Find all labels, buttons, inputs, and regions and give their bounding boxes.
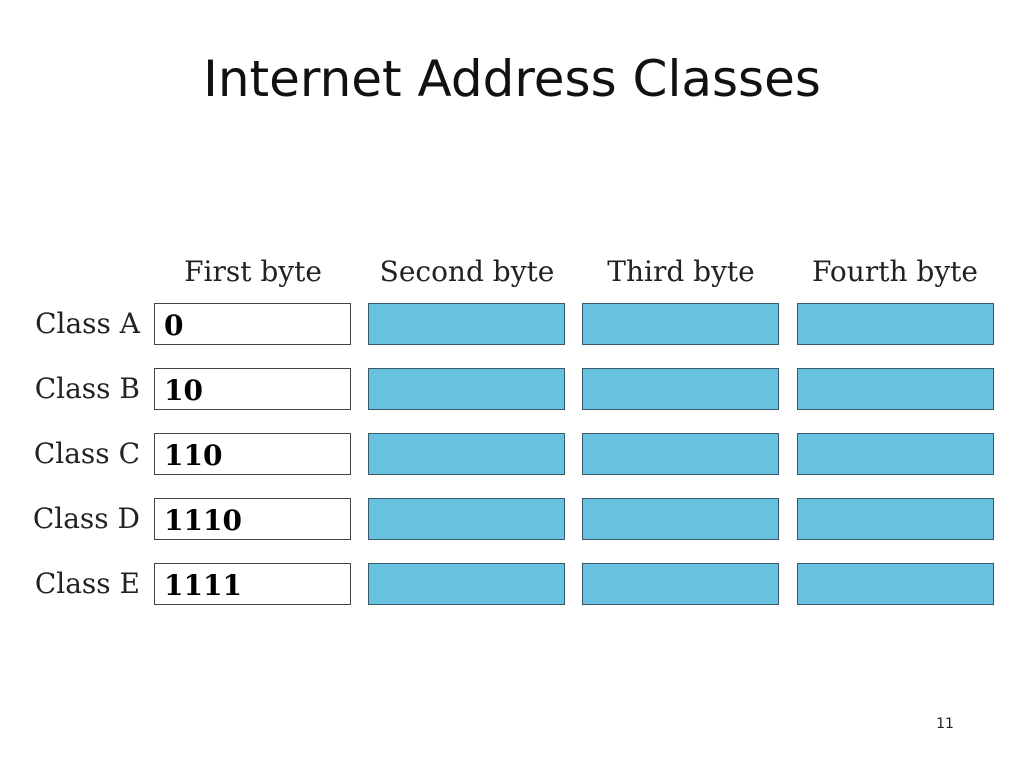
class-b-fourth-byte <box>797 368 994 410</box>
class-d-fourth-byte <box>797 498 994 540</box>
row-label-class-c: Class C <box>33 437 140 470</box>
class-d-second-byte <box>368 498 565 540</box>
row-label-class-a: Class A <box>35 307 140 340</box>
column-header-second-byte: Second byte <box>379 255 555 288</box>
slide-title: Internet Address Classes <box>203 50 821 108</box>
page-number: 11 <box>936 716 954 732</box>
class-a-first-byte-prefix: 0 <box>154 303 351 345</box>
row-label-class-d: Class D <box>32 502 140 535</box>
class-b-first-byte-prefix: 10 <box>154 368 351 410</box>
column-header-first-byte: First byte <box>184 255 322 288</box>
class-c-first-byte-prefix: 110 <box>154 433 351 475</box>
class-a-third-byte <box>582 303 779 345</box>
class-b-second-byte <box>368 368 565 410</box>
row-label-class-e: Class E <box>34 567 140 600</box>
class-e-second-byte <box>368 563 565 605</box>
class-d-first-byte-prefix: 1110 <box>154 498 351 540</box>
class-d-third-byte <box>582 498 779 540</box>
class-c-second-byte <box>368 433 565 475</box>
class-c-fourth-byte <box>797 433 994 475</box>
row-label-class-b: Class B <box>34 372 140 405</box>
class-e-first-byte-prefix: 1111 <box>154 563 351 605</box>
class-e-third-byte <box>582 563 779 605</box>
column-header-fourth-byte: Fourth byte <box>812 255 978 288</box>
class-a-second-byte <box>368 303 565 345</box>
class-a-fourth-byte <box>797 303 994 345</box>
column-header-third-byte: Third byte <box>607 255 755 288</box>
class-b-third-byte <box>582 368 779 410</box>
class-e-fourth-byte <box>797 563 994 605</box>
class-c-third-byte <box>582 433 779 475</box>
